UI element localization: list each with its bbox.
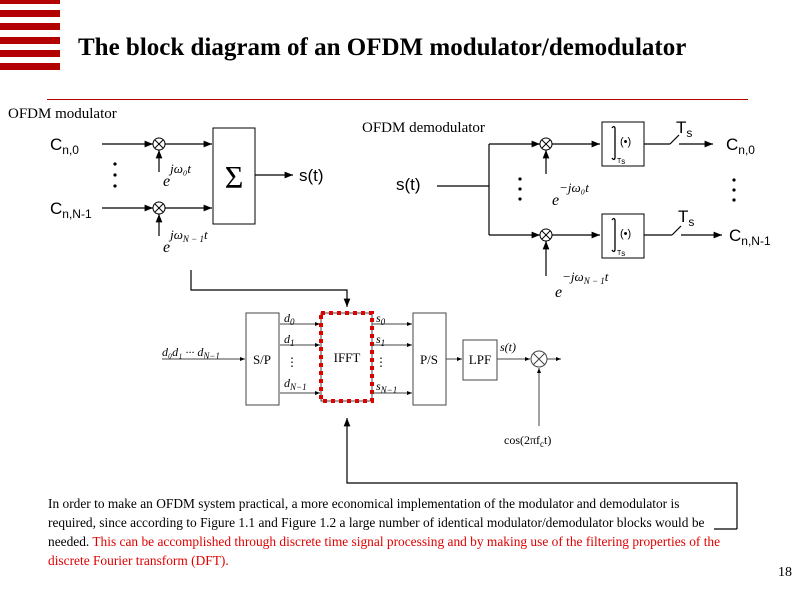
mod-carrier-bottom: ejωN − 1t: [163, 227, 208, 256]
sampling-switch-bottom: Ts: [644, 207, 722, 239]
sp-block: [245, 312, 280, 406]
s0-label: s0: [376, 311, 386, 327]
demod-carrier-bottom: e−jωN − 1t: [555, 269, 609, 301]
mod-output: s(t): [299, 166, 324, 185]
slide-logo-stripes: [0, 0, 60, 72]
svg-text:(•): (•): [620, 228, 631, 240]
stripe: [0, 37, 60, 44]
mod-carrier-top: ejω₀t: [163, 161, 191, 190]
demod-carrier-top: e−jω₀t: [552, 180, 589, 209]
title-divider: [47, 99, 748, 100]
demod-vertical-ellipsis-left: [518, 177, 522, 201]
demod-mixer-top-icon: [539, 137, 553, 151]
mod-input-bottom: Cn,N-1: [50, 199, 92, 221]
stripe: [0, 0, 60, 4]
s1-label: s1: [376, 332, 385, 348]
page-number: 18: [778, 565, 792, 580]
sum-symbol: Σ: [225, 159, 244, 195]
ps-block: [412, 312, 447, 406]
ifft-block-label: IFFT: [334, 350, 361, 365]
paragraph-red-text: This can be accomplished through discret…: [48, 534, 721, 568]
modulator-label: OFDM modulator: [8, 106, 117, 122]
vdots-s: ⋮: [375, 355, 387, 369]
lpf-output-label: s(t): [500, 340, 516, 354]
sampling-switch-top: Ts: [644, 118, 713, 148]
svg-text:(•): (•): [620, 136, 631, 148]
explanation-paragraph: In order to make an OFDM system practica…: [48, 494, 728, 570]
stripe: [0, 23, 60, 30]
svg-text:Ts: Ts: [676, 118, 692, 140]
ifft-block: [320, 312, 373, 402]
mod-mixer-bottom-icon: [152, 201, 166, 215]
symbol-stream-input: d₀d₁ ··· dN−1: [162, 345, 220, 361]
stripe: [0, 63, 60, 70]
demod-input: s(t): [396, 175, 421, 194]
demodulator-diagram: s(t) e−jω₀t e−jωN − 1t (•) Ts: [396, 118, 771, 301]
modulator-diagram: Cn,0 Cn,N-1 ejω₀t ejωN − 1t Σ s(t): [50, 127, 324, 256]
demod-output-top: Cn,0: [726, 135, 755, 157]
stripe: [0, 50, 60, 57]
connector-text-to-ifft: [343, 418, 738, 529]
stripe: [0, 10, 60, 17]
lpf-block: [462, 339, 498, 381]
ps-block-label: P/S: [420, 352, 438, 367]
dn1-label: dN−1: [284, 376, 307, 392]
demod-output-bottom: Cn,N-1: [729, 226, 771, 248]
svg-text:Ts: Ts: [617, 157, 625, 166]
mod-mixer-top-icon: [152, 137, 166, 151]
vdots-d: ⋮: [286, 355, 298, 369]
integrator-top: (•) Ts: [601, 121, 645, 167]
svg-text:Ts: Ts: [617, 249, 625, 258]
dft-chain-diagram: d₀d₁ ··· dN−1 S/P d0 d1 dN−1 ⋮ IFFT s0 s…: [162, 311, 561, 449]
connector-modulator-to-ifft: [190, 270, 351, 307]
d0-label: d0: [284, 311, 295, 327]
svg-text:Ts: Ts: [678, 207, 694, 229]
d1-label: d1: [284, 332, 295, 348]
mod-input-top: Cn,0: [50, 135, 79, 157]
carrier-label: cos(2πfct): [504, 433, 551, 449]
integrator-bottom: (•) Ts: [601, 213, 645, 259]
demod-vertical-ellipsis-right: [732, 178, 736, 202]
sp-block-label: S/P: [253, 352, 271, 367]
mod-vertical-ellipsis: [113, 162, 117, 188]
ifft-highlight: [319, 311, 374, 403]
sum-block: [212, 127, 256, 225]
paragraph-black-text: In order to make an OFDM system practica…: [48, 496, 705, 549]
lpf-block-label: LPF: [469, 352, 491, 367]
slide-title: The block diagram of an OFDM modulator/d…: [78, 34, 687, 61]
rf-mixer-icon: [530, 350, 548, 368]
demodulator-label: OFDM demodulator: [362, 120, 485, 136]
sn1-label: sN−1: [376, 379, 397, 395]
demod-mixer-bottom-icon: [539, 228, 553, 242]
